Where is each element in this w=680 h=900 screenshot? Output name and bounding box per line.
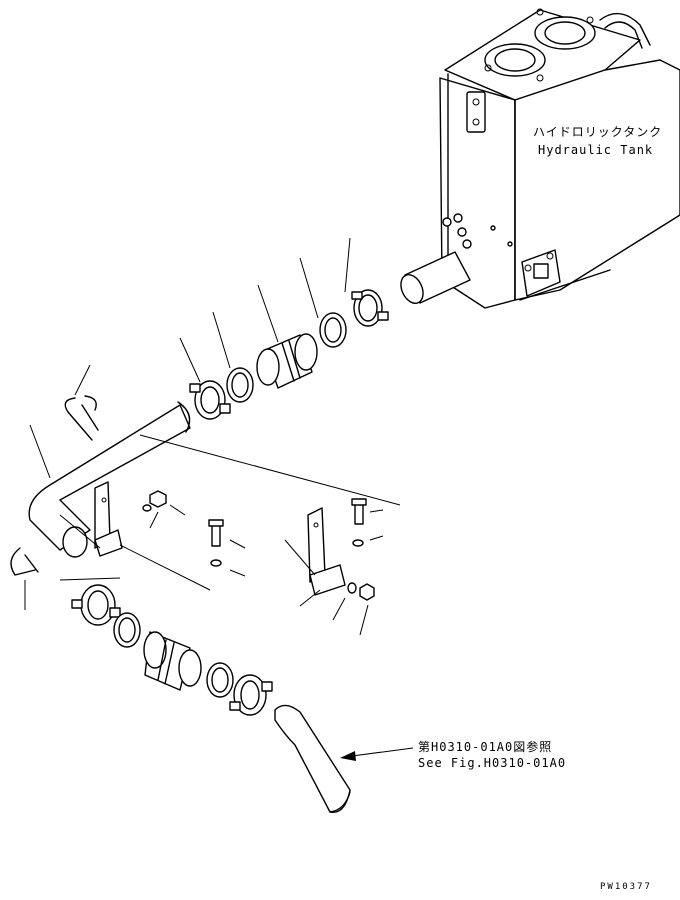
- reference-label-japanese: 第H0310-01A0図参照: [418, 740, 553, 754]
- hydraulic-tank: [400, 8, 680, 309]
- bent-pipe: [28, 401, 191, 558]
- tank-label-english: Hydraulic Tank: [538, 143, 654, 157]
- arrow-left-icon: [340, 747, 414, 761]
- lower-coupling-set: [71, 584, 273, 716]
- outlet-pipe: [274, 704, 351, 814]
- u-bolts: [10, 395, 99, 576]
- fasteners: [142, 490, 375, 601]
- tank-label-japanese: ハイドロリックタンク: [533, 125, 663, 139]
- drawing-code: PW10377: [600, 882, 652, 892]
- reference-label-english: See Fig.H0310-01A0: [418, 756, 567, 770]
- upper-coupling-set: [189, 289, 389, 420]
- brackets: [94, 481, 346, 596]
- leader-lines: [24, 237, 401, 636]
